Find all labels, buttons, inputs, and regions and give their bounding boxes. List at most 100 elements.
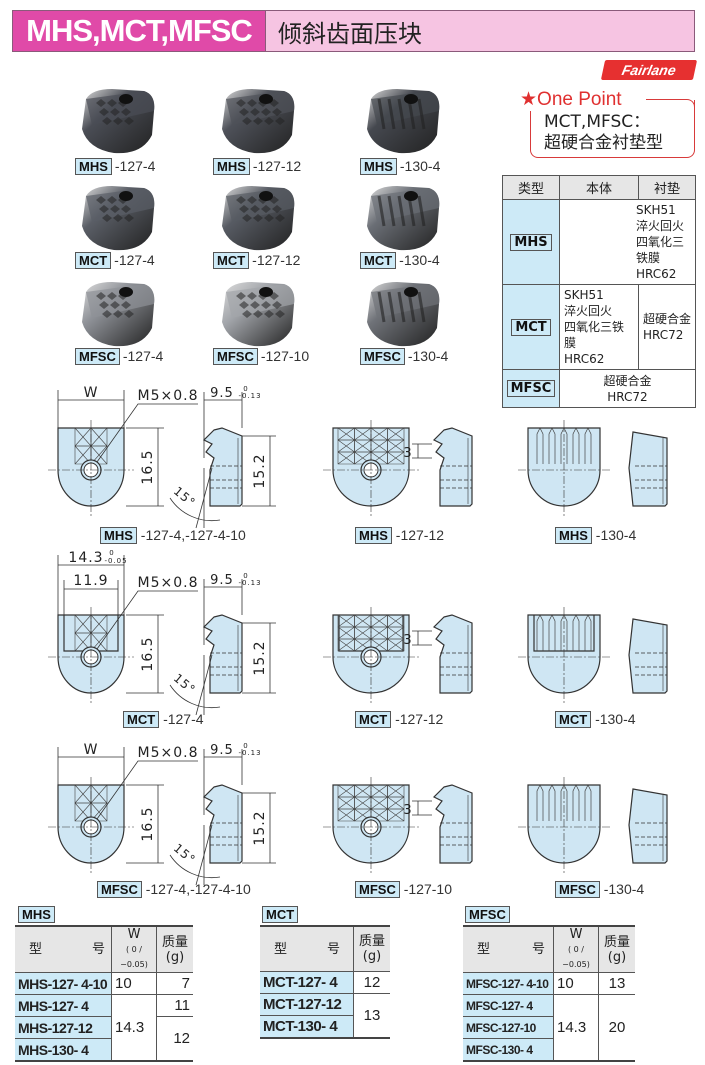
side-view: [432, 614, 473, 694]
material-line: SKH51: [636, 203, 676, 217]
star-icon: ★: [520, 89, 538, 110]
mass-cell: 7: [156, 972, 193, 995]
groove: [548, 784, 556, 821]
model-cell: MFSC-127- 4-10: [463, 972, 554, 995]
series-badge: MCT: [355, 711, 392, 728]
photo-label: MCT-130-4: [360, 252, 440, 269]
material-line: 淬火回火: [564, 304, 613, 318]
side-view: [202, 784, 243, 864]
model-suffix: -130-4: [595, 527, 637, 543]
model-suffix: -130-4: [603, 881, 645, 897]
material-line: 超硬合金: [603, 373, 652, 388]
header-text: 型: [274, 941, 288, 957]
series-badge: MCT: [213, 252, 250, 269]
groove: [548, 614, 556, 651]
dimension-line: [195, 654, 213, 716]
model-suffix: -130-4: [399, 158, 441, 174]
material-line: 四氧化三铁膜: [564, 320, 625, 350]
model-suffix: -127-10: [260, 348, 310, 364]
w-dimension: W: [84, 742, 99, 758]
header-text: W: [569, 927, 583, 942]
series-badge: MFSC: [97, 881, 142, 898]
dimension-line: [195, 824, 213, 886]
material-line: HRC62: [636, 267, 677, 281]
page-header: MHS,MCT,MFSC 倾斜齿面压块: [12, 10, 695, 52]
product-photo: [212, 85, 302, 157]
block-outline: [628, 618, 668, 694]
height-dimension: 16.5: [140, 636, 156, 671]
product-codes: MHS,MCT,MFSC: [13, 11, 266, 51]
front-view: [518, 607, 610, 703]
photo-label: MCT-127-4: [75, 252, 155, 269]
header-text: (g): [362, 949, 382, 964]
pitch-dimension: 3: [403, 446, 412, 461]
photo-label: MHS-127-12: [213, 158, 301, 175]
block-outline: [432, 784, 473, 864]
groove: [572, 784, 580, 821]
front-view: [48, 420, 134, 516]
material-line: SKH51: [564, 288, 604, 302]
model-suffix: -127-4: [163, 711, 204, 727]
angle-dimension: 15°: [171, 841, 199, 867]
groove: [584, 784, 592, 821]
tolerance: ( 0 / −0.05): [562, 945, 590, 969]
series-badge: MCT: [511, 318, 551, 336]
drawing-label: MCT -127-4: [123, 711, 204, 728]
model-cell: MFSC-127-10: [463, 1016, 554, 1039]
drawing-label: MCT -130-4: [555, 711, 636, 728]
mass-cell: 12: [353, 971, 390, 994]
series-badge: MHS: [555, 527, 592, 544]
model-suffix: -127-4,-127-4-10: [140, 527, 246, 543]
groove: [584, 614, 592, 651]
model-suffix: -127-4,-127-4-10: [145, 881, 251, 897]
block-outline: [432, 427, 473, 507]
drawing-label: MFSC -130-4: [555, 881, 644, 898]
series-badge: MCT: [360, 252, 397, 269]
one-point-text: MCT,MFSC： 超硬合金衬垫型: [544, 112, 663, 154]
series-badge: MHS: [75, 158, 112, 175]
w-cell: 10: [111, 972, 157, 995]
tolerance: ( 0 / −0.05): [120, 945, 148, 969]
drawing-label: MHS -127-4,-127-4-10: [100, 527, 246, 544]
w-cell: 14.3: [111, 994, 157, 1062]
product-photo: [212, 278, 302, 350]
model-cell: MHS-127- 4-10: [15, 972, 112, 995]
model-cell: MFSC-130- 4: [463, 1038, 554, 1062]
series-badge: MCT: [123, 711, 160, 728]
block-outline: [432, 614, 473, 694]
series-badge: MFSC: [555, 881, 600, 898]
type-cell: MHS: [502, 199, 560, 285]
product-photo: [212, 182, 302, 254]
photo-label: MFSC-127-10: [213, 348, 309, 365]
table-row: MHS-130- 4: [15, 1038, 193, 1062]
groove: [548, 427, 556, 464]
front-view: [323, 777, 419, 873]
pitch-dimension: 3: [403, 803, 412, 818]
groove: [572, 427, 580, 464]
model-cell: MCT-130- 4: [260, 1015, 354, 1039]
dimension-line: [195, 467, 213, 529]
header-text: W: [127, 927, 141, 942]
angle-arc: [169, 854, 221, 879]
angle-dimension: 15°: [171, 671, 199, 697]
header-text: (g): [607, 949, 627, 965]
product-photo: [72, 182, 162, 254]
series-badge: MFSC: [360, 348, 405, 365]
side-view: [202, 614, 243, 694]
header-w: W ( 0 / −0.05): [111, 925, 157, 973]
header-text: 型: [29, 942, 43, 957]
side-view: [628, 618, 668, 694]
type-cell: MCT: [502, 284, 560, 370]
model-suffix: -130-4: [399, 252, 440, 268]
header-w: W ( 0 / −0.05): [553, 925, 599, 973]
tolerance-upper: 0: [243, 385, 248, 393]
series-badge: MCT: [262, 906, 299, 923]
tolerance-lower: -0.13: [238, 749, 261, 757]
front-view: [323, 607, 419, 703]
